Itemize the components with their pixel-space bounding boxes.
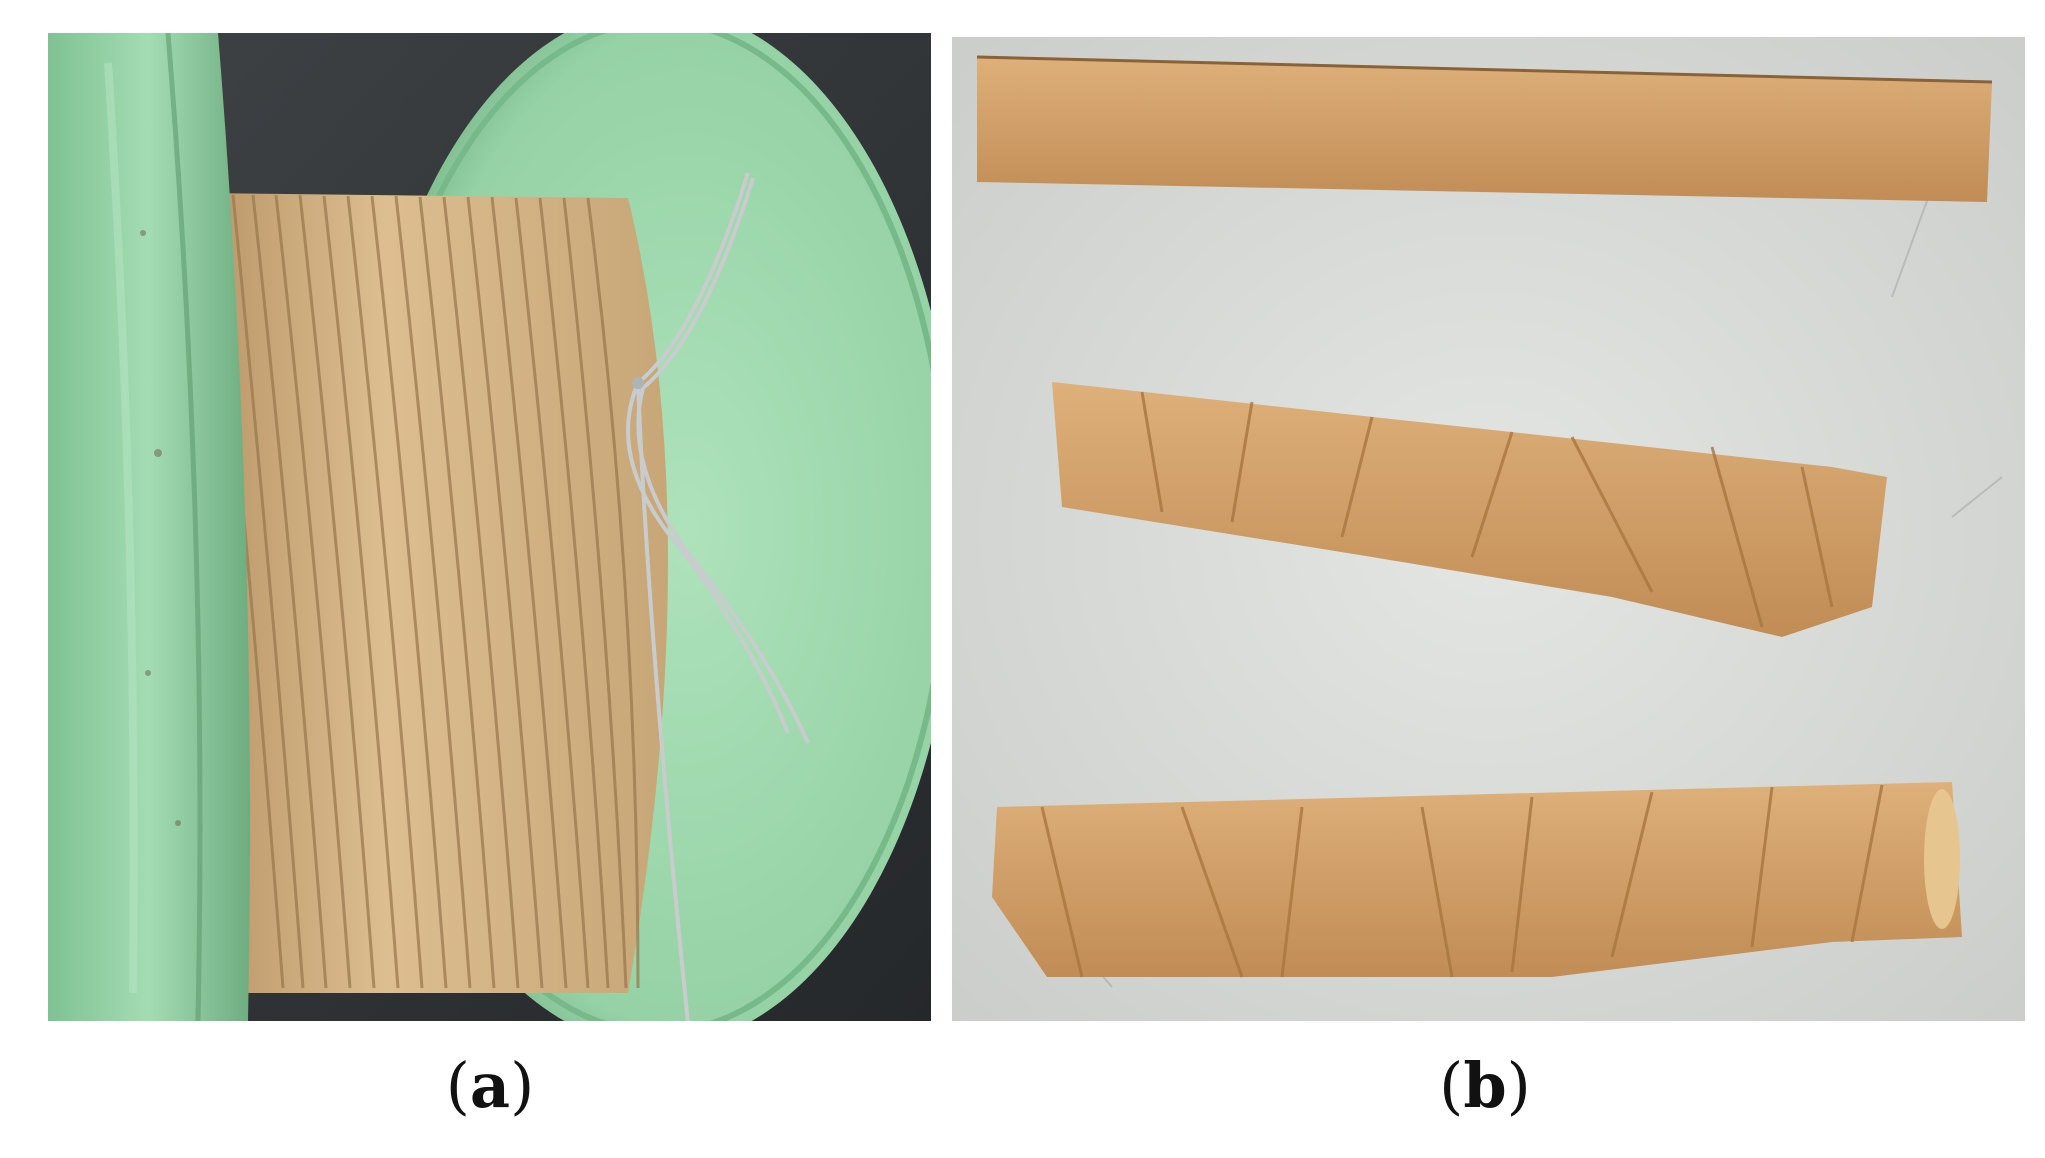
photo-panel-b (952, 37, 2025, 1021)
caption-b-close: ) (1506, 1049, 1531, 1122)
paper-strips-photo (952, 37, 2025, 1021)
caption-b-open: ( (1439, 1049, 1464, 1122)
caption-a-letter: a (469, 1049, 511, 1122)
caption-b-letter: b (1463, 1049, 1507, 1122)
caption-a-open: ( (445, 1049, 470, 1122)
panel-a-caption: (a) (360, 1046, 620, 1126)
panel-b-caption: (b) (1355, 1046, 1615, 1126)
photo-panel-a (48, 33, 931, 1021)
caption-a-close: ) (510, 1049, 535, 1122)
paper-tape-spool-photo (48, 33, 931, 1021)
